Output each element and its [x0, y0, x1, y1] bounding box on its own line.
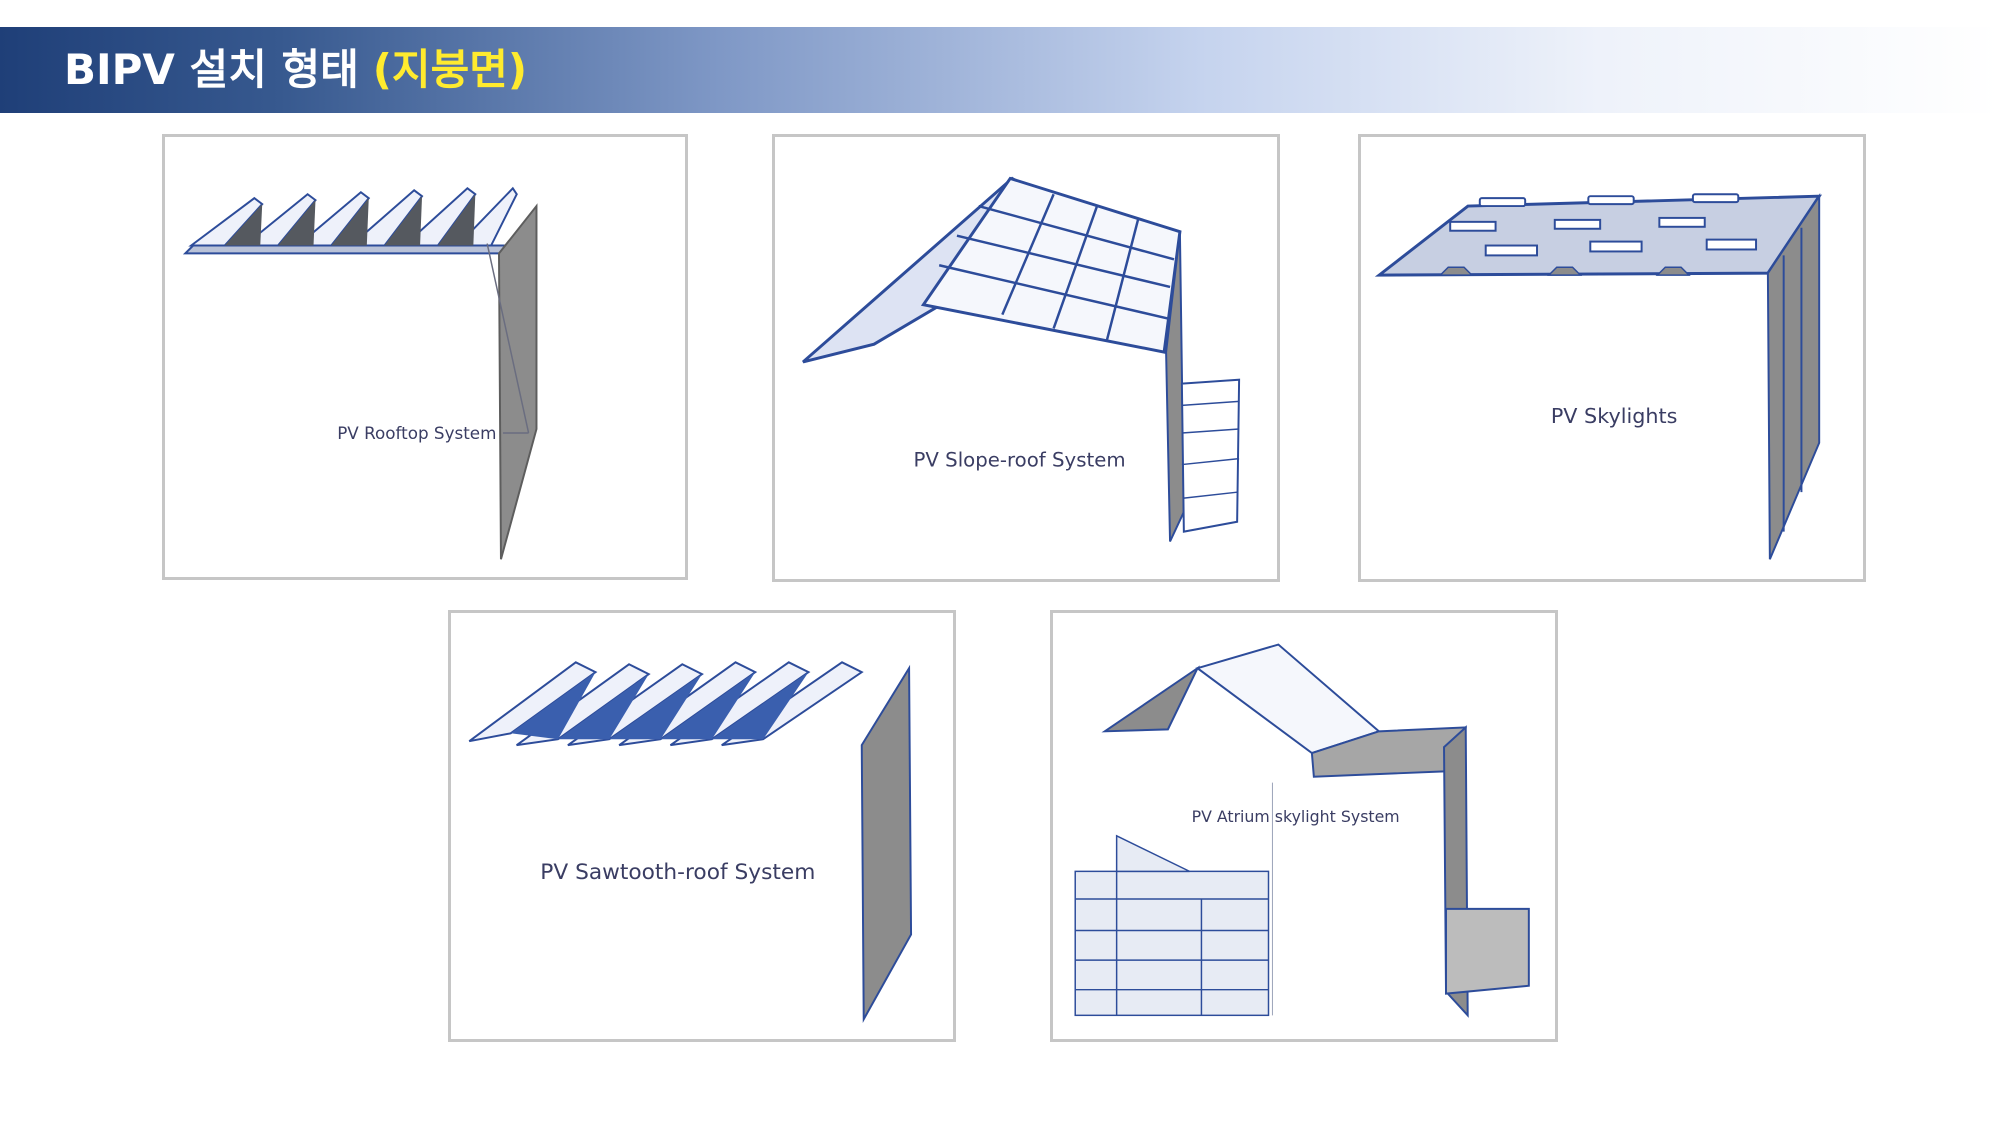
title-main: BIPV 설치 형태: [64, 45, 359, 94]
panel-rooftop-system: PV Rooftop System: [162, 134, 688, 580]
title-highlight: (지붕면): [372, 45, 528, 94]
panel-slope-roof-system: PV Slope-roof System: [772, 134, 1280, 582]
panel-label-atrium-skylight: PV Atrium skylight System: [1192, 807, 1400, 826]
panel-sawtooth-roof-system: PV Sawtooth-roof System: [448, 610, 956, 1042]
panel-label-slope-roof: PV Slope-roof System: [914, 449, 1126, 472]
panel-label-rooftop: PV Rooftop System: [337, 423, 496, 443]
atrium-skylight-illustration: PV Atrium skylight System: [1074, 643, 1530, 1018]
panel-label-skylights: PV Skylights: [1551, 404, 1678, 428]
slope-roof-illustration: PV Slope-roof System: [802, 176, 1241, 542]
sawtooth-roof-illustration: PV Sawtooth-roof System: [468, 661, 913, 1024]
panel-atrium-skylight-system: PV Atrium skylight System: [1050, 610, 1558, 1042]
title-bar: BIPV 설치 형태 (지붕면): [0, 27, 2000, 113]
panel-skylights: PV Skylights: [1358, 134, 1866, 582]
page-title: BIPV 설치 형태 (지붕면): [64, 27, 527, 113]
panel-label-sawtooth-roof: PV Sawtooth-roof System: [540, 860, 815, 885]
rooftop-illustration: PV Rooftop System: [182, 186, 538, 560]
skylights-illustration: PV Skylights: [1374, 192, 1823, 560]
